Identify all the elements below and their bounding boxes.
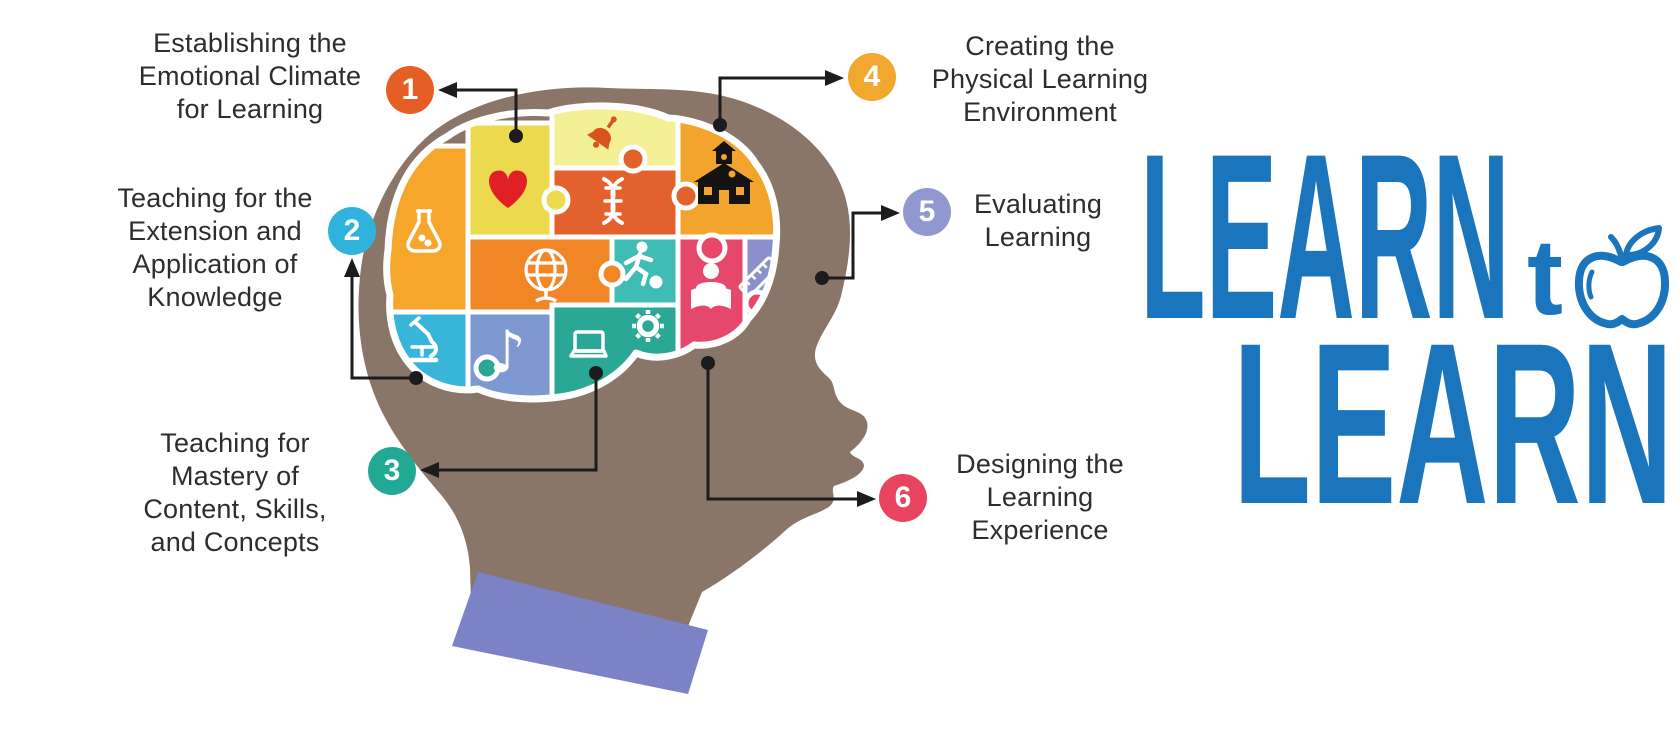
logo-learn-bottom: LEARN — [1233, 295, 1673, 552]
puzzle-knob — [541, 185, 571, 215]
callout-3-number-badge: 3 — [368, 447, 416, 495]
logo-to-letter: t — [1527, 216, 1563, 337]
laptop-icon — [569, 330, 608, 358]
gear-icon — [632, 310, 664, 342]
runner-icon — [623, 241, 663, 289]
callout-6-label: Designing the Learning Experience — [956, 449, 1124, 545]
connector-arrow-3 — [420, 366, 603, 478]
learn-to-learn-logo: LEARN t LEARN — [1140, 105, 1673, 552]
puzzle-knob — [473, 354, 501, 382]
puzzle-knob — [696, 232, 728, 264]
puzzle-knob — [671, 181, 701, 211]
callout-5-number-badge: 5 — [903, 188, 951, 236]
puzzle-knob — [598, 260, 626, 288]
callout-4-number-badge: 4 — [848, 53, 896, 101]
callout-3-label: Teaching for Mastery of Content, Skills,… — [143, 428, 327, 557]
callout-1-number-badge: 1 — [386, 66, 434, 114]
microscope-icon — [408, 316, 439, 363]
connector-arrow-1 — [438, 82, 523, 143]
shirt-collar — [452, 572, 708, 694]
music-note-icon: ♪ — [489, 318, 526, 386]
apple-outline-icon — [1574, 225, 1670, 329]
schoolhouse-icon — [694, 141, 754, 204]
reader-icon — [691, 263, 731, 309]
callout-5-label: Evaluating Learning — [973, 189, 1103, 252]
flask-icon — [406, 209, 442, 253]
connector-arrow-5 — [815, 205, 900, 285]
callout-6-number-badge: 6 — [879, 474, 927, 522]
callout-1-label: Establishing the Emotional Climate for L… — [138, 28, 362, 124]
heart-icon — [488, 170, 528, 208]
dna-icon — [602, 177, 624, 225]
connector-arrow-2 — [344, 258, 423, 385]
brain-outline — [383, 102, 781, 403]
callout-4-label: Creating the Physical Learning Environme… — [931, 31, 1149, 127]
logo-learn-top: LEARN — [1140, 105, 1510, 369]
bell-icon — [587, 116, 617, 150]
connector-arrow-6 — [701, 356, 876, 507]
callout-2-number-badge: 2 — [328, 207, 376, 255]
callout-2-label: Teaching for the Extension and Applicati… — [117, 183, 313, 312]
connector-arrow-4 — [713, 70, 844, 132]
puzzle-knob — [618, 144, 648, 174]
globe-icon — [524, 248, 568, 303]
